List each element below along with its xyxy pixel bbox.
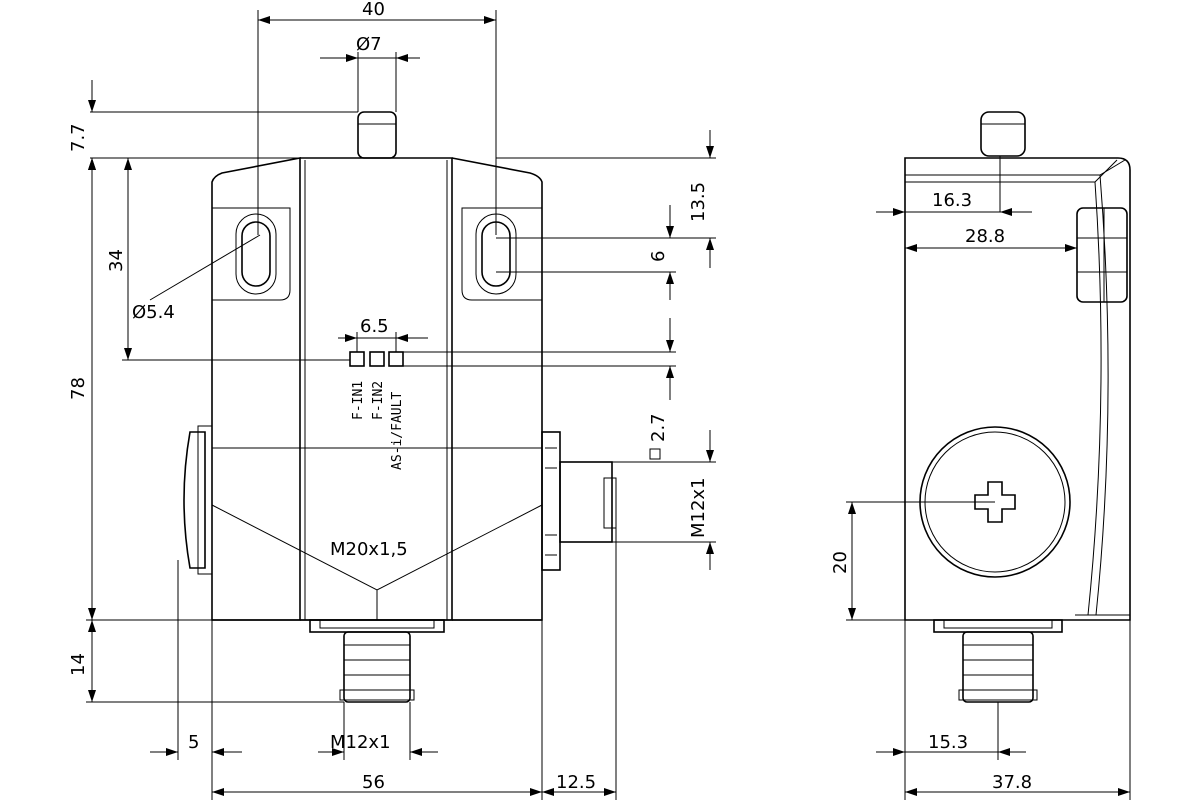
side-connector-nut xyxy=(541,431,561,571)
plunger xyxy=(357,111,397,159)
dim-cable-thread: M20x1,5 xyxy=(330,539,408,560)
led-label-f-in1: F-IN1 xyxy=(351,381,366,420)
side-view xyxy=(904,111,1131,703)
dim-connector-thread: M12x1 xyxy=(330,732,391,753)
dim-side-thread: M12x1 xyxy=(688,477,709,538)
side-housing-outline xyxy=(904,157,1131,621)
dim-body-width: 56 xyxy=(362,772,385,793)
dim-plunger-offset: 16.3 xyxy=(932,190,972,211)
cross-screw-icon xyxy=(974,481,1016,523)
side-plunger xyxy=(980,111,1026,157)
dim-led-offset: 2.7 xyxy=(648,413,669,442)
dim-width-top: 40 xyxy=(362,0,385,20)
side-bottom-flange xyxy=(933,619,1063,633)
dim-hole-offset: 28.8 xyxy=(965,226,1005,247)
dim-left-offset: 5 xyxy=(188,732,199,753)
led-label-asi-fault: AS-i/FAULT xyxy=(390,392,405,470)
bottom-connector-flange xyxy=(309,619,445,633)
dim-connector-offset: 15.3 xyxy=(928,732,968,753)
led-asi-fault xyxy=(388,351,404,367)
led-labels: F-IN1 F-IN2 AS-i/FAULT xyxy=(351,381,405,470)
left-knob xyxy=(183,431,206,569)
led-f-in2 xyxy=(369,351,385,367)
front-housing-outline xyxy=(211,157,301,621)
front-view xyxy=(183,111,617,703)
right-mounting-ear xyxy=(461,207,542,301)
left-slot-hole xyxy=(241,221,271,287)
side-bottom-connector xyxy=(962,631,1034,703)
dim-depth: 37.8 xyxy=(992,772,1032,793)
dim-knob-height: 20 xyxy=(830,551,851,574)
dim-plunger-dia: Ø7 xyxy=(356,34,382,55)
dim-overall-height: 78 xyxy=(68,377,89,400)
dim-led-pitch: 6.5 xyxy=(360,316,389,337)
dim-slot-length: 6 xyxy=(648,251,669,262)
dim-top-to-hole: 13.5 xyxy=(688,182,709,222)
dim-side-offset: 12.5 xyxy=(556,772,596,793)
dim-bottom-connector: 14 xyxy=(68,653,89,676)
dim-plunger-height: 7.7 xyxy=(68,123,89,152)
left-mounting-ear xyxy=(212,207,291,301)
front-dimensions: 40 Ø7 7.7 78 34 Ø5.4 xyxy=(68,0,716,800)
side-mount-bump xyxy=(1076,207,1128,303)
dim-hole-spacing: 34 xyxy=(106,249,127,272)
side-dimensions: 16.3 28.8 20 15.3 37.8 xyxy=(830,190,1131,800)
led-label-f-in2: F-IN2 xyxy=(371,381,386,420)
bottom-connector xyxy=(343,631,411,703)
led-f-in1 xyxy=(349,351,365,367)
dim-hole-dia: Ø5.4 xyxy=(132,302,175,323)
